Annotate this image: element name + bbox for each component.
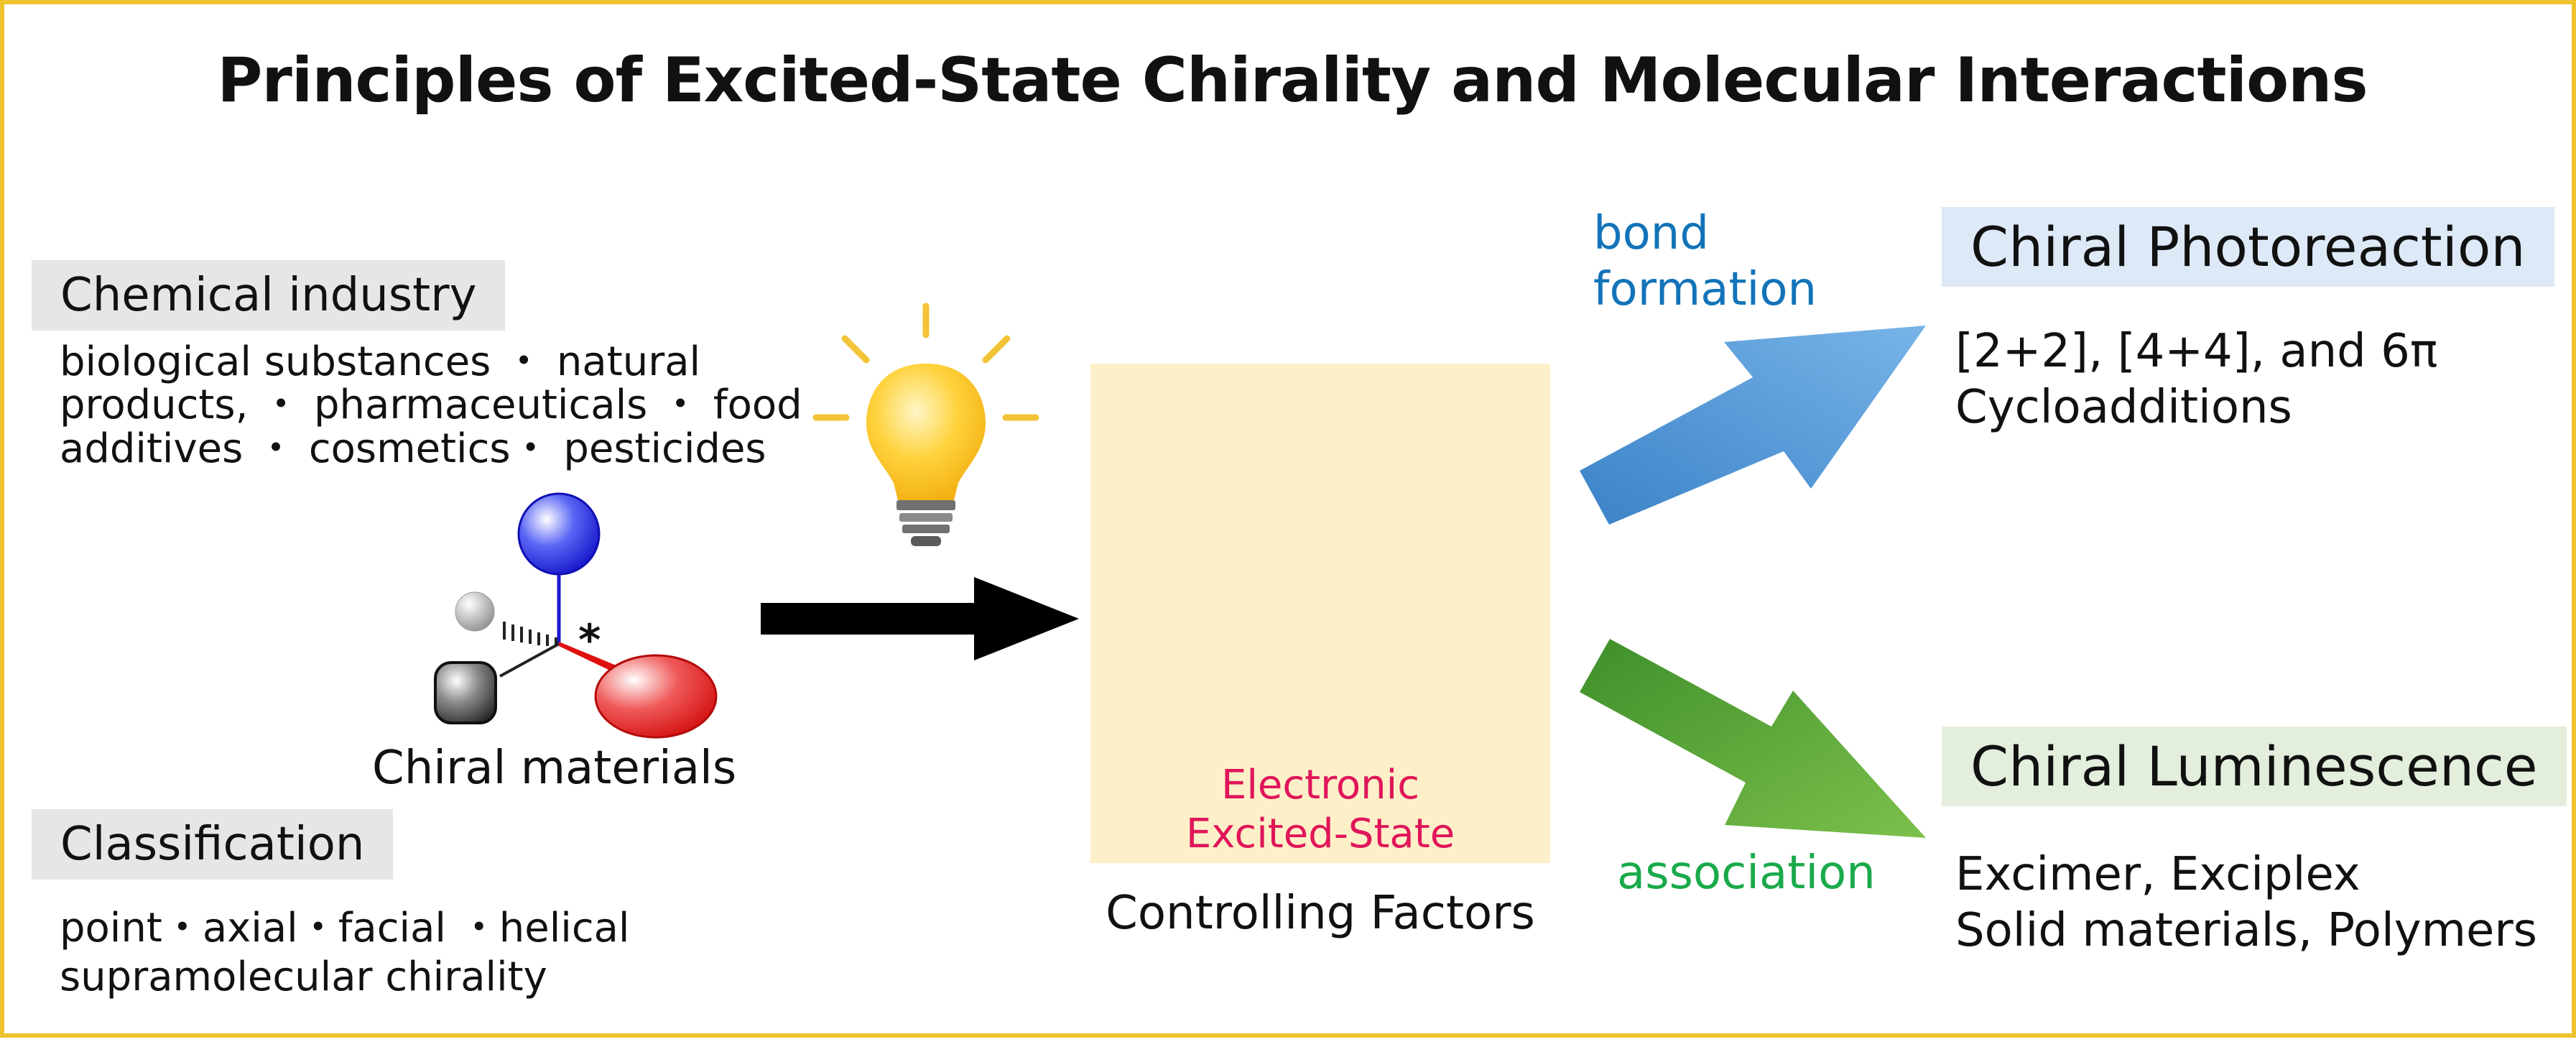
classification-list: point・axial・facial ・helical supramolecul… [60, 904, 630, 1002]
chiral-materials-caption: Chiral materials [372, 742, 737, 795]
association-arrow [1580, 639, 1926, 838]
photoreaction-line: [2+2], [4+4], and 6π [1955, 325, 2438, 378]
bond-formation-arrow [1580, 326, 1926, 525]
classification-header: Classification [32, 809, 394, 880]
bond-formation-label: bond formation [1593, 206, 1817, 318]
luminescence-line: Solid materials, Polymers [1955, 904, 2537, 958]
excited-line: Excited-State [1185, 811, 1455, 858]
industry-list: biological substances ・ natural products… [60, 338, 802, 472]
industry-line: additives ・ cosmetics・ pesticides [60, 425, 766, 472]
controlling-factors-caption: Controlling Factors [1106, 887, 1535, 940]
industry-header: Chemical industry [32, 260, 506, 331]
chiral-photoreaction-header: Chiral Photoreaction [1942, 207, 2554, 287]
luminescence-line: Excimer, Exciplex [1955, 848, 2360, 901]
industry-line: products, ・ pharmaceuticals ・ food [60, 382, 802, 429]
excited-line: Electronic [1220, 762, 1420, 808]
stereocenter-mark: * [578, 615, 601, 665]
industry-line: biological substances ・ natural [60, 338, 701, 385]
photoreaction-line: Cycloadditions [1955, 381, 2292, 435]
luminescence-details: Excimer, Exciplex Solid materials, Polym… [1955, 847, 2537, 959]
excited-state-panel [1090, 364, 1550, 863]
chiral-molecule-left: * [434, 492, 718, 739]
bond-formation-line: formation [1593, 263, 1817, 317]
lightbulb-icon [812, 303, 1039, 546]
excited-state-label: Electronic Excited-State [1090, 761, 1550, 859]
classification-line: supramolecular chirality [60, 954, 547, 1001]
association-label: association [1617, 847, 1876, 900]
classification-line: point・axial・facial ・helical [60, 905, 630, 951]
bond-formation-line: bond [1593, 207, 1709, 260]
chiral-luminescence-header: Chiral Luminescence [1942, 727, 2567, 807]
diagram-title: Principles of Excited-State Chirality an… [217, 45, 2368, 116]
photoreaction-details: [2+2], [4+4], and 6π Cycloadditions [1955, 323, 2437, 435]
process-arrow [761, 577, 1079, 660]
